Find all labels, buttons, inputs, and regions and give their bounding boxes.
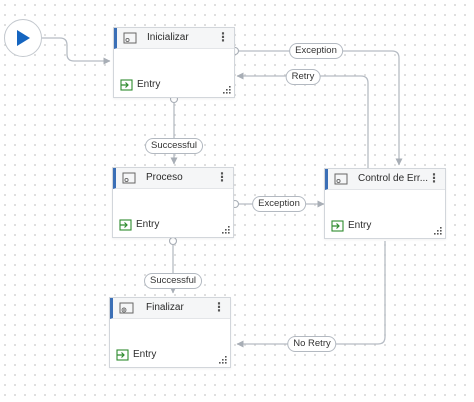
init-exception-wire: [235, 50, 403, 166]
no-retry-wire: [236, 241, 386, 348]
transition-label-successful[interactable]: Successful: [145, 138, 203, 154]
state-title: Control de Err...: [358, 173, 429, 184]
play-icon: [17, 30, 30, 46]
entry-label: Entry: [133, 349, 157, 360]
state-inicializar[interactable]: Inicializar ⋮ Entry: [113, 27, 235, 98]
more-options-icon[interactable]: ⋮: [217, 30, 229, 44]
entry-label: Entry: [348, 220, 372, 231]
more-options-icon[interactable]: ⋮: [216, 170, 228, 184]
transition-label-no-retry[interactable]: No Retry: [287, 336, 337, 352]
start-transition-wire: [42, 37, 111, 65]
more-options-icon[interactable]: ⋮: [428, 171, 440, 185]
entry-label: Entry: [136, 219, 160, 230]
state-finalizar[interactable]: Finalizar ⋮ Entry: [109, 297, 231, 368]
state-header: Inicializar ⋮: [114, 28, 234, 49]
entry-icon: [120, 79, 133, 91]
transition-label-retry[interactable]: Retry: [285, 69, 321, 85]
final-state-icon: [119, 302, 134, 314]
transition-label-successful[interactable]: Successful: [144, 273, 202, 289]
resize-grip-icon[interactable]: [218, 355, 227, 364]
state-title: Finalizar: [146, 302, 184, 313]
state-control-errores[interactable]: Control de Err... ⋮ Entry: [324, 168, 446, 239]
proc-out-port-bottom: [168, 236, 178, 246]
entry-item[interactable]: Entry: [116, 349, 156, 361]
resize-grip-icon[interactable]: [433, 226, 442, 235]
transition-label-exception[interactable]: Exception: [252, 196, 306, 212]
state-header: Proceso ⋮: [113, 168, 233, 189]
entry-item[interactable]: Entry: [331, 220, 371, 232]
state-title: Inicializar: [147, 32, 189, 43]
state-icon: [123, 32, 137, 44]
entry-icon: [119, 219, 132, 231]
state-icon: [122, 172, 136, 184]
state-header: Control de Err... ⋮: [325, 169, 445, 190]
state-icon: [334, 173, 348, 185]
retry-wire: [236, 72, 369, 168]
transition-label-exception[interactable]: Exception: [289, 43, 343, 59]
entry-icon: [331, 220, 344, 232]
resize-grip-icon[interactable]: [221, 225, 230, 234]
more-options-icon[interactable]: ⋮: [213, 300, 225, 314]
entry-label: Entry: [137, 79, 161, 90]
state-header: Finalizar ⋮: [110, 298, 230, 319]
entry-item[interactable]: Entry: [120, 79, 160, 91]
state-title: Proceso: [146, 172, 183, 183]
state-proceso[interactable]: Proceso ⋮ Entry: [112, 167, 234, 238]
start-node[interactable]: [4, 19, 42, 57]
entry-icon: [116, 349, 129, 361]
resize-grip-icon[interactable]: [222, 85, 231, 94]
entry-item[interactable]: Entry: [119, 219, 159, 231]
